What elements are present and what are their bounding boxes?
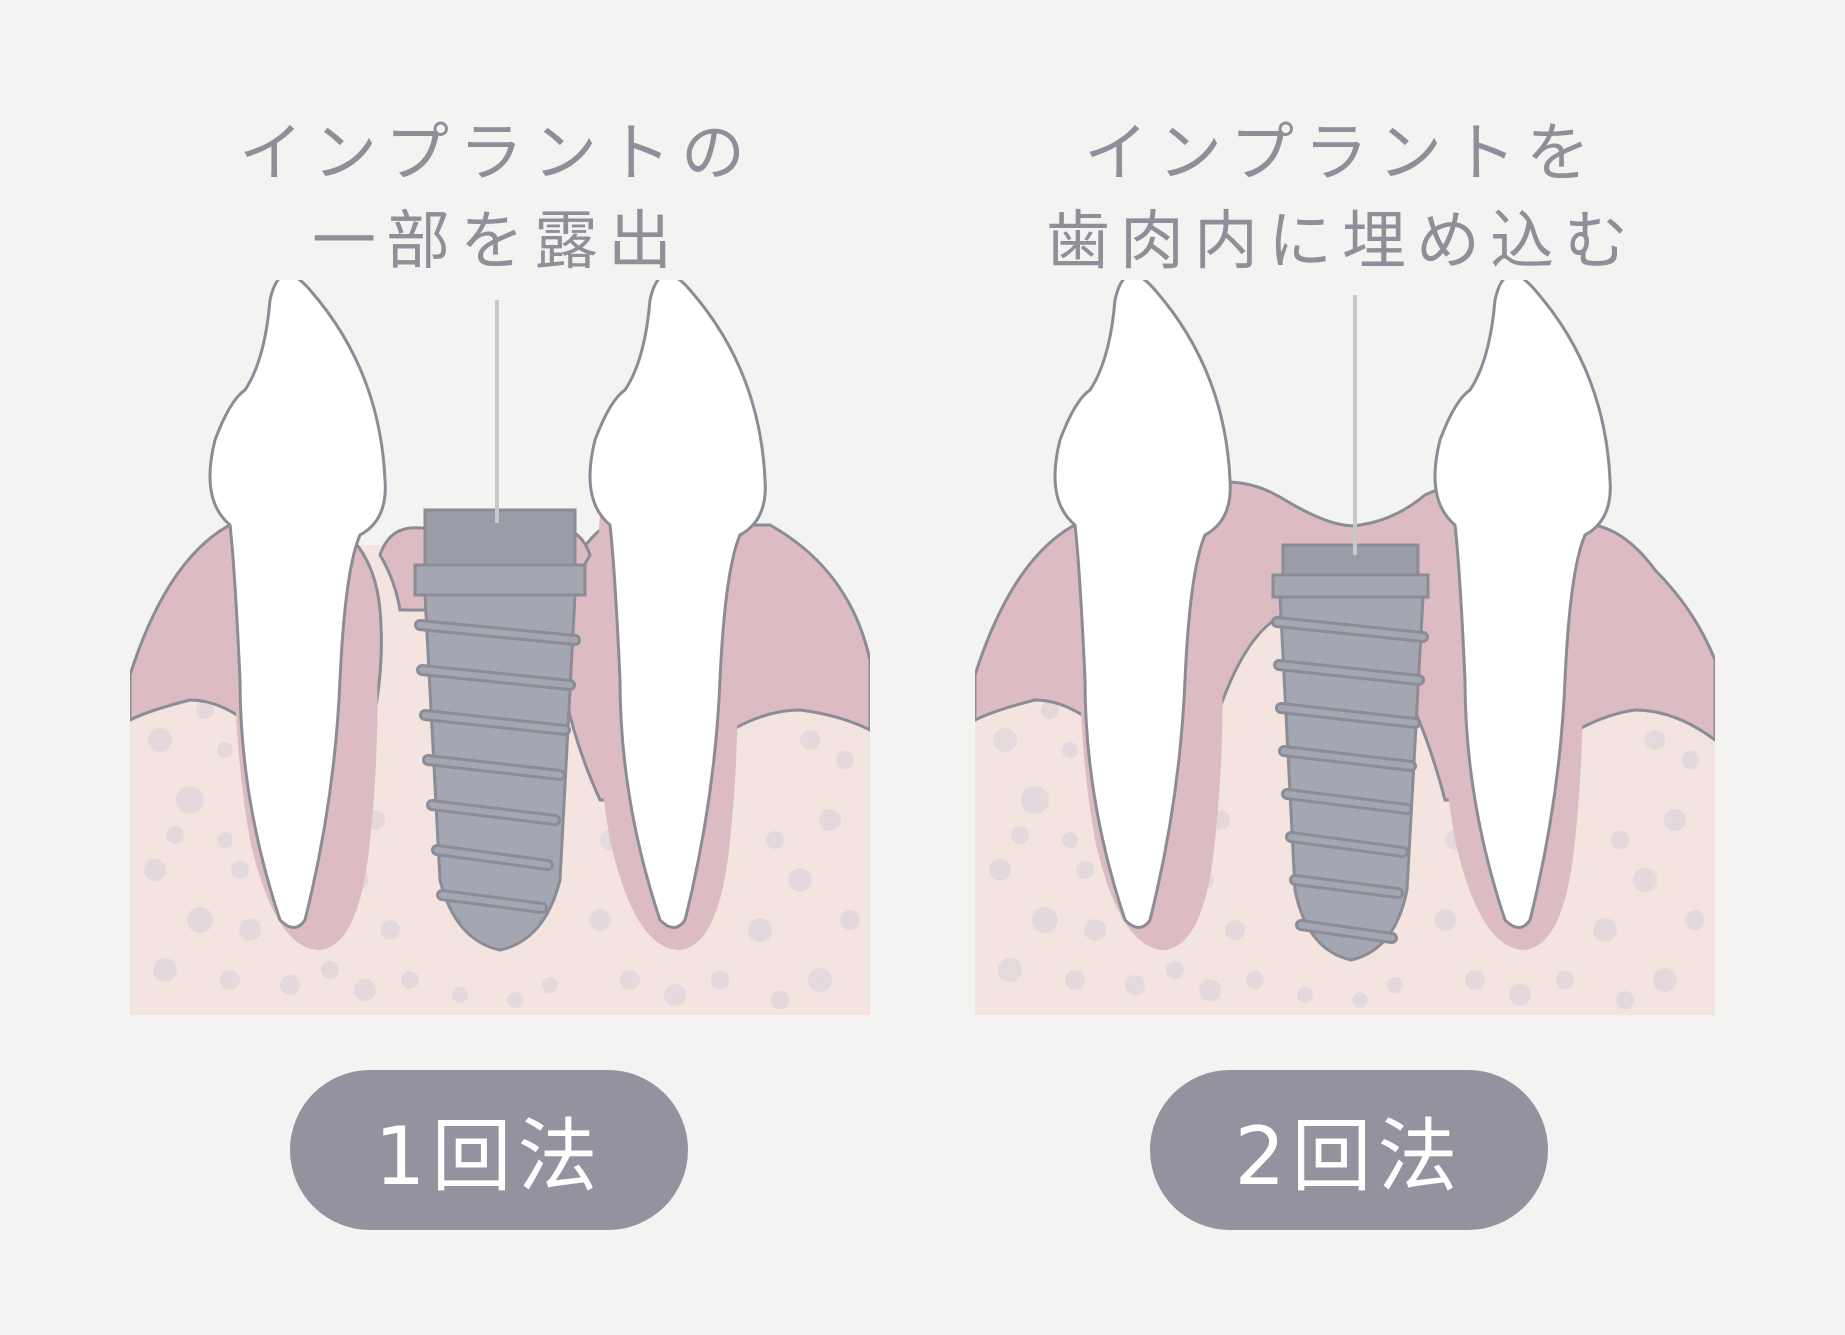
- caption-line-2: 歯肉内に埋め込む: [1046, 205, 1638, 279]
- panel-two-stage: インプラントを 歯肉内に埋め込む: [845, 0, 1767, 1335]
- implant-two-stage: [1271, 543, 1430, 962]
- tooth-left: [1053, 280, 1232, 929]
- tooth-right: [1433, 280, 1612, 929]
- panel-one-stage: インプラントの 一部を露出: [0, 0, 922, 1335]
- caption-line-1: インプラントの: [238, 117, 756, 191]
- caption-line-1: インプラントを: [1083, 117, 1601, 191]
- implant-one-stage: [413, 508, 587, 952]
- tooth-left: [208, 280, 387, 929]
- method-badge-two-stage: 2回法: [1150, 1070, 1548, 1230]
- illustration-two-stage: [975, 280, 1715, 1015]
- method-badge-one-stage: 1回法: [290, 1070, 688, 1230]
- tooth-right: [588, 280, 767, 929]
- caption-one-stage: インプラントの 一部を露出: [0, 110, 997, 286]
- illustration-one-stage: [130, 280, 870, 1015]
- caption-two-stage: インプラントを 歯肉内に埋め込む: [842, 110, 1842, 286]
- caption-line-2: 一部を露出: [312, 205, 682, 279]
- bone-texture: [144, 701, 860, 1009]
